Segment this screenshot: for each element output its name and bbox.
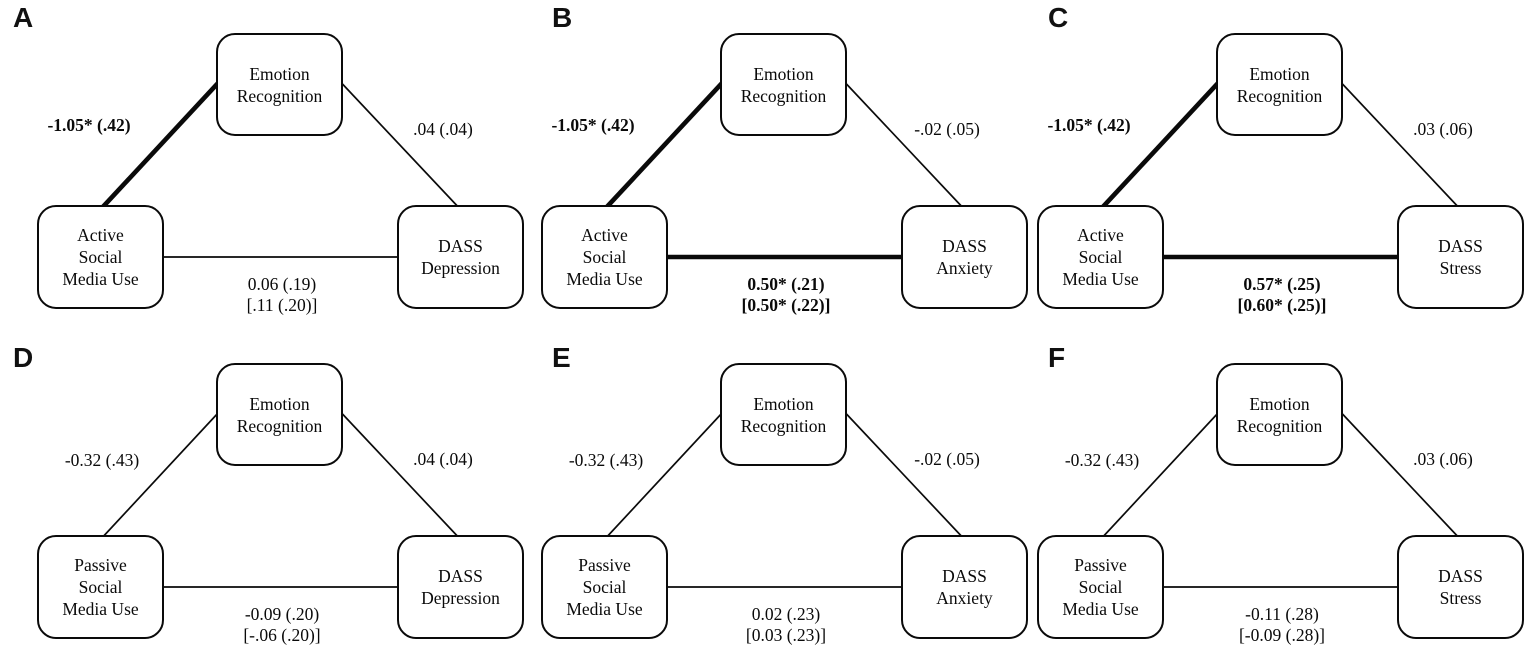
path-lines: [603, 397, 967, 588]
outcome-box: DASS Anxiety: [901, 205, 1028, 309]
predictor-box: Passive Social Media Use: [37, 535, 164, 639]
c-path-coefficient: -0.09 (.20) [-.06 (.20)]: [243, 604, 321, 645]
a-path-line: [1099, 397, 1233, 541]
panel-letter: C: [1048, 2, 1069, 33]
panel-f: Emotion Recognition Passive Social Media…: [1000, 330, 1535, 655]
a-path-coefficient: -1.05* (.42): [47, 115, 131, 135]
a-path-coefficient: -0.32 (.43): [64, 450, 140, 470]
panel-e: Emotion Recognition Passive Social Media…: [504, 330, 1039, 655]
predictor-box: Passive Social Media Use: [541, 535, 668, 639]
c-path-coefficient: -0.11 (.28) [-0.09 (.28)]: [1238, 604, 1325, 645]
panel-a: Emotion Recognition Active Social Media …: [0, 0, 535, 327]
b-path-coefficient: .03 (.06): [1413, 119, 1473, 139]
predictor-box: Active Social Media Use: [541, 205, 668, 309]
mediator-box: Emotion Recognition: [1216, 33, 1343, 136]
b-path-coefficient: .04 (.04): [413, 449, 473, 469]
c-path-coefficient: 0.50* (.21) [0.50* (.22)]: [741, 274, 831, 315]
panel-letter: B: [552, 2, 573, 33]
b-path-coefficient: -.02 (.05): [914, 119, 980, 139]
a-path-line: [603, 397, 737, 541]
panel-letter: D: [13, 342, 34, 373]
a-path-coefficient: -0.32 (.43): [1064, 450, 1140, 470]
panel-d: Emotion Recognition Passive Social Media…: [0, 330, 535, 655]
predictor-box: Passive Social Media Use: [1037, 535, 1164, 639]
path-lines: [602, 66, 967, 260]
mediator-box: Emotion Recognition: [216, 363, 343, 466]
a-path-line: [1098, 66, 1234, 212]
mediator-box: Emotion Recognition: [1216, 363, 1343, 466]
panel-c: Emotion Recognition Active Social Media …: [1000, 0, 1535, 327]
outcome-box: DASS Stress: [1397, 535, 1524, 639]
b-path-line: [837, 404, 967, 542]
outcome-box: DASS Depression: [397, 535, 524, 639]
b-path-line: [837, 74, 967, 212]
path-lines: [98, 66, 463, 258]
c-path-coefficient: 0.57* (.25) [0.60* (.25)]: [1237, 274, 1327, 315]
path-lines: [1098, 66, 1463, 260]
a-path-line: [99, 397, 233, 541]
path-lines: [1099, 397, 1463, 588]
mediator-box: Emotion Recognition: [720, 33, 847, 136]
outcome-box: DASS Stress: [1397, 205, 1524, 309]
panel-b: Emotion Recognition Active Social Media …: [504, 0, 1039, 327]
a-path-line: [98, 66, 234, 212]
predictor-box: Active Social Media Use: [37, 205, 164, 309]
b-path-line: [1333, 404, 1463, 542]
b-path-line: [1333, 74, 1463, 212]
b-path-coefficient: -.02 (.05): [914, 449, 980, 469]
panel-letter: A: [13, 2, 34, 33]
predictor-box: Active Social Media Use: [1037, 205, 1164, 309]
b-path-coefficient: .03 (.06): [1413, 449, 1473, 469]
a-path-coefficient: -0.32 (.43): [568, 450, 644, 470]
a-path-coefficient: -1.05* (.42): [1047, 115, 1131, 135]
c-path-coefficient: 0.06 (.19) [.11 (.20)]: [246, 274, 318, 315]
outcome-box: DASS Depression: [397, 205, 524, 309]
a-path-coefficient: -1.05* (.42): [551, 115, 635, 135]
outcome-box: DASS Anxiety: [901, 535, 1028, 639]
a-path-line: [602, 66, 738, 212]
mediator-box: Emotion Recognition: [216, 33, 343, 136]
path-lines: [99, 397, 463, 588]
mediator-box: Emotion Recognition: [720, 363, 847, 466]
b-path-line: [333, 74, 463, 212]
panel-letter: F: [1048, 342, 1066, 373]
panel-letter: E: [552, 342, 571, 373]
b-path-line: [333, 404, 463, 542]
b-path-coefficient: .04 (.04): [413, 119, 473, 139]
c-path-coefficient: 0.02 (.23) [0.03 (.23)]: [745, 604, 827, 645]
